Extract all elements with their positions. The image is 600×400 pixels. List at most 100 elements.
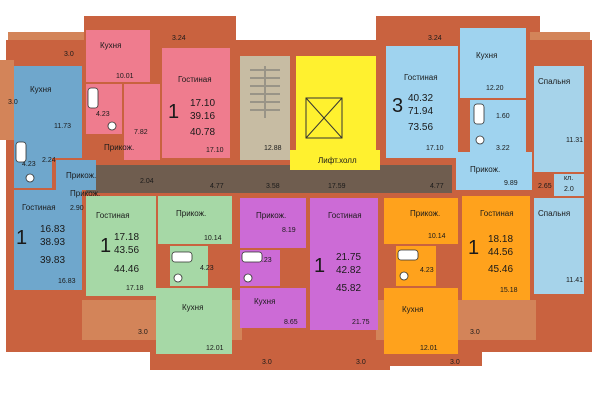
- apt-c-kitchen-label: Кухня: [476, 51, 497, 60]
- apt-b-kitchen-label: Кухня: [100, 41, 121, 50]
- apt-c-living-label: Гостиная: [404, 73, 438, 82]
- apt-c-closet-room: [554, 174, 584, 196]
- apt-a-kitchen-area: 11.73: [54, 123, 71, 130]
- apt-c-kitchen-room: [460, 28, 526, 98]
- balcony-bottom-violet-left: 3.0: [262, 359, 272, 366]
- apt-c-kitchen-area: 12.20: [486, 85, 504, 92]
- bathtub-icon: [397, 249, 419, 261]
- toilet-icon: [107, 121, 117, 131]
- apt-f-area-2: 44.56: [488, 247, 513, 258]
- apt-a-area-1: 16.83: [40, 224, 65, 235]
- corridor-dim-2: 4.77: [210, 183, 224, 190]
- apt-f-living-room: [462, 196, 530, 300]
- corridor: [86, 165, 452, 193]
- apt-d-rooms: 1: [100, 235, 111, 257]
- apt-c-living-area: 17.10: [426, 145, 444, 152]
- apt-b-living-label: Гостиная: [178, 75, 212, 84]
- apt-a-kitchen-label: Кухня: [30, 85, 51, 94]
- sanitary-fixtures: [15, 87, 485, 283]
- stairs-area: 12.88: [264, 145, 282, 152]
- apt-e-rooms: 1: [314, 255, 325, 277]
- apt-f-area-1: 18.18: [488, 234, 513, 245]
- apt-a-hall-area: 2.24: [42, 157, 56, 164]
- apt-c-bath-area: 1.60: [496, 113, 510, 120]
- apt-c-rooms: 3: [392, 95, 403, 117]
- apt-e-living-area: 21.75: [352, 319, 370, 326]
- apt-d-kitchen-room: [156, 288, 232, 354]
- apt-e-hall-room: [240, 198, 306, 248]
- apt-a-bath-area: 4.23: [22, 161, 36, 168]
- apt-f-hall-label: Прикож.: [410, 209, 440, 218]
- apt-b-hall-area: 7.82: [134, 129, 148, 136]
- toilet-icon: [25, 173, 35, 183]
- apt-d-area-2: 43.56: [114, 245, 139, 256]
- apt-e-kitchen-room: [240, 288, 306, 328]
- lift-hall: Лифт.холл: [290, 56, 380, 170]
- apt-e-total: 45.82: [336, 283, 361, 294]
- apt-e-living-room: [310, 198, 378, 330]
- apt-f-living-area: 15.18: [500, 287, 518, 294]
- balcony-top-pink: 3.24: [172, 35, 186, 42]
- apt-b-kitchen-area: 10.01: [116, 73, 134, 80]
- apt-c-bedroom2-label: Спальня: [538, 209, 570, 218]
- apt-a-living-room: [14, 190, 82, 290]
- corridor-dim-1: 2.04: [140, 178, 154, 185]
- apt-d-area-1: 17.18: [114, 232, 139, 243]
- outer-wall-left-balcony: [0, 60, 14, 140]
- bathtub-icon: [15, 141, 27, 163]
- bathtub-icon: [171, 251, 193, 263]
- apt-d-living-area: 17.18: [126, 285, 144, 292]
- balcony-bottom-orange-right: 3.0: [450, 359, 460, 366]
- apt-f-bath-area: 4.23: [420, 267, 434, 274]
- lift-hall-lower: [290, 150, 380, 170]
- apt-c-wc-area: 3.22: [496, 145, 510, 152]
- toilet-icon: [399, 271, 409, 281]
- toilet-icon: [173, 273, 183, 283]
- apt-b-living-room: [162, 48, 230, 158]
- apt-b-area-1: 17.10: [190, 98, 215, 109]
- apt-a-area-2: 38.93: [40, 237, 65, 248]
- apt-c-area-2: 71.94: [408, 106, 433, 117]
- apt-f-hall-room: [384, 198, 458, 244]
- apt-d-total: 44.46: [114, 264, 139, 275]
- balcony-top-left: 3.0: [64, 51, 74, 58]
- lift-hall-label: Лифт.холл: [318, 156, 357, 165]
- apt-c-closet-label: кл.: [564, 175, 573, 182]
- apt-f-kitchen-room: [384, 288, 458, 354]
- toilet-icon: [243, 273, 253, 283]
- apt-f-kitchen-label: Кухня: [402, 305, 423, 314]
- balcony-bottom-green-left: 3.0: [138, 329, 148, 336]
- apt-d-kitchen-label: Кухня: [182, 303, 203, 312]
- apt-b-kitchen-room: [86, 30, 150, 82]
- apt-d-hall-label: Прикож.: [176, 209, 206, 218]
- apt-c-total: 73.56: [408, 122, 433, 133]
- apt-a-total: 39.83: [40, 255, 65, 266]
- apt-c-hall2-area: 2.65: [538, 183, 552, 190]
- balcony-bottom-violet-right: 3.0: [356, 359, 366, 366]
- apt-c-bedroom1-label: Спальня: [538, 77, 570, 86]
- apt-d-living-label: Гостиная: [96, 211, 130, 220]
- corridor-hall-left-label: Прикож.: [70, 189, 100, 198]
- apt-d-living-room: [86, 196, 156, 296]
- corridor-labels: Прикож. 2.90 2.04 4.77 3.58 17.59 4.77: [70, 178, 444, 212]
- apt-c-hall-label: Прикож.: [470, 165, 500, 174]
- apt-e-area-1: 21.75: [336, 252, 361, 263]
- apt-e-bath-area: 4.23: [258, 257, 272, 264]
- corridor-dim-5: 4.77: [430, 183, 444, 190]
- apt-c-bedroom1-area: 11.31: [566, 137, 583, 144]
- apt-b-hall-label: Прикож.: [104, 143, 134, 152]
- apartment-c: Гостиная 3 40.32 71.94 73.56 17.10 Кухня…: [386, 28, 584, 294]
- apt-b-area-2: 39.16: [190, 111, 215, 122]
- apt-b-bath-area: 4.23: [96, 111, 110, 118]
- apt-f-hall-area: 10.14: [428, 233, 446, 240]
- apt-b-hall-room: [124, 84, 160, 160]
- apt-a-hall-room: [56, 160, 96, 190]
- corridor-dim-3: 3.58: [266, 183, 280, 190]
- apt-b-rooms: 1: [168, 101, 179, 123]
- toilet-icon: [475, 135, 485, 145]
- apt-f-total: 45.46: [488, 264, 513, 275]
- apt-c-hall-room: [456, 152, 532, 190]
- apt-c-area-1: 40.32: [408, 93, 433, 104]
- stairwell: 12.88: [240, 56, 290, 160]
